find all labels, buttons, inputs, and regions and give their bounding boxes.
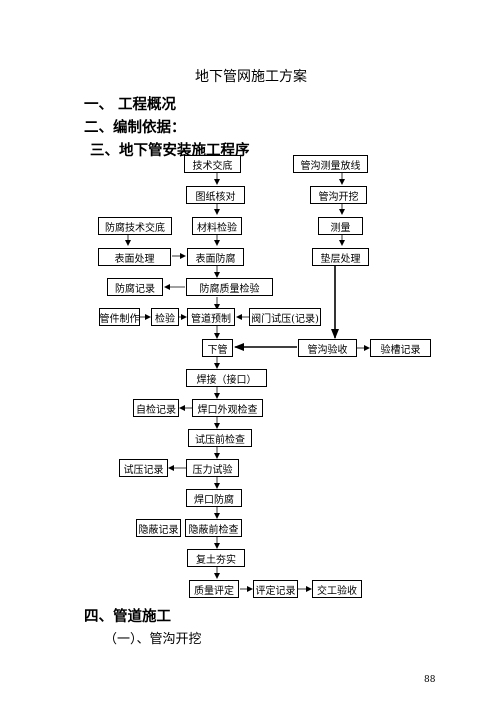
flow-step-material-inspection: 材料检验 <box>192 217 242 235</box>
flow-step-pressure-test-record: 试压记录 <box>119 459 168 477</box>
flow-step-weld-anticorrosion: 焊口防腐 <box>186 489 242 507</box>
flow-step-surface-anticorrosion: 表面防腐 <box>187 248 244 266</box>
flow-step-backfill-compaction: 复土夯实 <box>187 549 245 567</box>
flow-step-anticorrosion-record: 防腐记录 <box>107 278 163 296</box>
section-heading-basis: 二、编制依据： <box>84 120 186 136</box>
flow-step-welding: 焊接（接口） <box>186 369 267 387</box>
flow-step-pipe-lowering: 下管 <box>202 339 233 357</box>
flow-step-self-inspection-record: 自检记录 <box>133 399 179 417</box>
flow-step-pre-concealment-check: 隐蔽前检查 <box>185 519 242 537</box>
flow-step-bedding-treatment: 垫层处理 <box>312 248 369 266</box>
flow-step-anticorrosion-briefing: 防腐技术交底 <box>98 217 172 235</box>
flow-step-quality-assessment: 质量评定 <box>189 580 239 598</box>
document-title: 地下管网施工方案 <box>195 69 307 85</box>
section-heading-pipe-construction: 四、管道施工 <box>84 609 171 625</box>
flow-step-assessment-record: 评定记录 <box>253 580 298 598</box>
flow-step-concealment-record: 隐蔽记录 <box>136 519 181 537</box>
flow-step-pre-pressure-test-check: 试压前检查 <box>188 429 252 447</box>
flow-step-trench-survey: 管沟测量放线 <box>293 155 368 173</box>
flow-step-pipe-prefabrication: 管道预制 <box>187 308 235 326</box>
flow-step-anticorrosion-quality-inspection: 防腐质量检验 <box>186 278 273 296</box>
flow-step-inspection: 检验 <box>151 308 179 326</box>
page-number: 88 <box>424 675 436 685</box>
section-heading-overview: 一、 工程概况 <box>84 97 177 113</box>
flow-step-fitting-fabrication: 管件制作 <box>99 308 140 326</box>
flow-step-valve-pressure-test: 阀门试压(记录) <box>249 308 321 326</box>
flow-step-trench-acceptance: 管沟验收 <box>298 339 357 357</box>
flow-step-pressure-test: 压力试验 <box>186 459 239 477</box>
flow-step-surface-treatment: 表面处理 <box>98 248 171 266</box>
flow-step-drawing-check: 图纸核对 <box>186 186 245 204</box>
flow-step-handover-acceptance: 交工验收 <box>312 580 362 598</box>
flow-step-technical-briefing: 技术交底 <box>184 155 241 173</box>
flow-step-survey: 测量 <box>318 217 363 235</box>
flow-step-trench-inspection-record: 验槽记录 <box>370 339 431 357</box>
flow-step-trench-excavation: 管沟开挖 <box>310 186 367 204</box>
flow-step-weld-visual-inspection: 焊口外观检查 <box>192 399 263 417</box>
subsection-heading-trench-excavation: （一）、管沟开挖 <box>104 632 202 647</box>
